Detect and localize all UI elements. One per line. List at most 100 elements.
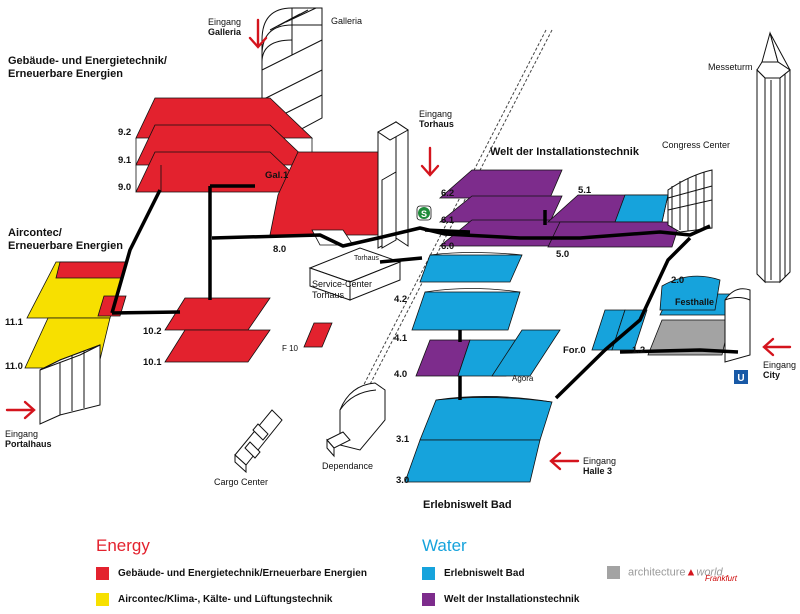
legend-swatch-red (96, 567, 109, 580)
legend-swatch-purple (422, 593, 435, 606)
text-line: Gebäude- und Energietechnik/ (8, 55, 167, 67)
hall-labels: 9.2 9.1 9.0 Gal.1 8.0 11.1 11.0 10.2 10.… (5, 127, 684, 486)
legend-swatch-yellow (96, 593, 109, 606)
hall-label-3-1: 3.1 (396, 434, 410, 445)
hall-label-10-1: 10.1 (143, 357, 162, 368)
label-dependance: Dependance (322, 461, 373, 471)
text-line: Aircontec/ (8, 227, 62, 239)
hall-label-4-0: 4.0 (394, 369, 407, 380)
text-line: Eingang (208, 17, 241, 27)
hall-8 (269, 151, 386, 246)
text-line: Portalhaus (5, 439, 52, 449)
label-messeturm: Messeturm (708, 62, 753, 72)
hall-label-9-2: 9.2 (118, 127, 131, 138)
label-cargo-center: Cargo Center (214, 477, 268, 487)
hall-label-9-1: 9.1 (118, 155, 132, 166)
legend-item-bad: Erlebniswelt Bad (422, 567, 525, 580)
brand-world: world (696, 566, 723, 579)
legend-item-label: Welt der Installationstechnik (444, 594, 580, 605)
hall-1 (591, 309, 731, 356)
hall-3 (404, 396, 553, 483)
sbahn-letter: S (421, 209, 427, 219)
text-line: Eingang (583, 456, 616, 466)
architecture-world-logo: architecture▲world Frankfurt (607, 566, 737, 583)
label-galleria: Galleria (331, 16, 362, 26)
arrow-right-icon-portalhaus (5, 400, 36, 420)
messeturm-building (756, 31, 791, 284)
legend: Energy Water Gebäude- und Energietechnik… (0, 530, 800, 614)
agora-building (491, 329, 561, 377)
hall-9 (135, 97, 313, 193)
legend-item-label: Erlebniswelt Bad (444, 568, 525, 579)
hall-label-9-0: 9.0 (118, 182, 131, 193)
walkway-tracks (110, 184, 739, 400)
cargo-center-building (234, 409, 283, 474)
arrow-left-icon-halle3 (549, 451, 580, 471)
hall-label-5-0: 5.0 (556, 249, 569, 260)
legend-item-energie: Gebäude- und Energietechnik/Erneuerbare … (96, 567, 367, 580)
hall-label-6-2: 6.2 (441, 188, 454, 199)
f10-hall (303, 322, 333, 348)
festhalle-building (659, 275, 721, 311)
legend-item-label: Aircontec/Klima-, Kälte- und Lüftungstec… (118, 594, 333, 605)
text-line: Galleria (208, 27, 242, 37)
hall-label-gal1: Gal.1 (265, 170, 289, 181)
area-heading-bad: Erlebniswelt Bad (423, 499, 512, 511)
legend-item-aircontec: Aircontec/Klima-, Kälte- und Lüftungstec… (96, 593, 332, 606)
area-heading-energie: Gebäude- und Energietechnik/Erneuerbare … (8, 55, 167, 80)
hall-label-10-2: 10.2 (143, 326, 162, 337)
brand-architecture: architecture (628, 566, 686, 579)
legend-swatch-blue (422, 567, 435, 580)
hall-label-4-1: 4.1 (394, 333, 408, 344)
torhaus-tower (377, 121, 409, 249)
text-line: Service-Center (312, 279, 372, 289)
legend-swatch-grey (607, 566, 620, 579)
entrance-arrows (5, 18, 792, 471)
legend-water-title: Water (422, 536, 467, 555)
text-line: Erneuerbare Energien (8, 68, 123, 80)
hall-label-6-0: 6.0 (441, 241, 454, 252)
text-line: Torhaus (419, 119, 454, 129)
hall-10 (164, 297, 271, 363)
label-agora: Agora (512, 374, 534, 383)
arrow-left-icon-city (762, 337, 792, 357)
arrow-down-icon-torhaus (420, 146, 440, 177)
hall-label-11-0: 11.0 (5, 361, 23, 372)
legend-item-label: Gebäude- und Energietechnik/Erneuerbare … (118, 568, 367, 579)
label-f10: F 10 (282, 344, 299, 353)
label-festhalle: Festhalle (675, 297, 714, 307)
hall-label-8-0: 8.0 (273, 244, 286, 255)
label-torhaus: Torhaus (354, 255, 379, 262)
area-headings: Gebäude- und Energietechnik/Erneuerbare … (8, 55, 640, 511)
hall-label-2-0: 2.0 (671, 275, 684, 286)
dependance-building (326, 382, 386, 458)
hall-11 (24, 261, 128, 369)
legend-item-installation: Welt der Installationstechnik (422, 593, 579, 606)
arrow-down-icon-galleria (248, 18, 268, 49)
text-line: Halle 3 (583, 466, 612, 476)
area-heading-installation: Welt der Installationstechnik (490, 146, 640, 158)
building-labels: Galleria Messeturm Congress Center Torha… (214, 16, 753, 487)
portalhaus-building (39, 344, 101, 425)
text-line: Eingang (5, 429, 38, 439)
label-congress-center: Congress Center (662, 140, 730, 150)
text-line: Eingang (419, 109, 452, 119)
hall-label-5-1: 5.1 (578, 185, 592, 196)
service-center-building (308, 247, 402, 301)
text-line: Eingang (763, 360, 796, 370)
city-entrance-building (724, 288, 751, 363)
hall-label-3-0: 3.0 (396, 475, 409, 486)
ubahn-icon: U (734, 370, 748, 384)
text-line: City (763, 370, 780, 380)
brand-signature: Frankfurt (705, 574, 738, 583)
area-heading-aircontec: Aircontec/Erneuerbare Energien (8, 227, 123, 252)
hall-label-6-1: 6.1 (441, 215, 455, 226)
sbahn-icon: S (416, 205, 432, 221)
